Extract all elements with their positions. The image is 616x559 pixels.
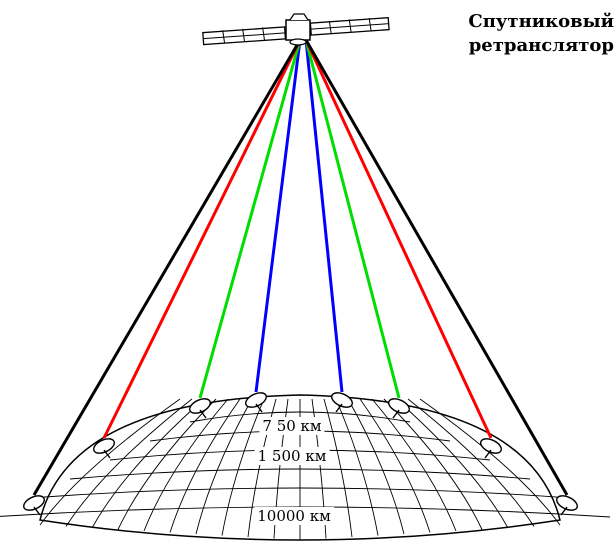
beam-green-right [304, 39, 401, 399]
globe-meridian [39, 398, 181, 526]
ground-antennas [23, 392, 578, 516]
beam-blue-right [304, 39, 344, 393]
globe-meridian [195, 398, 253, 535]
dish-antenna-icon [388, 398, 410, 419]
dish-antenna-icon [23, 495, 45, 516]
globe-meridian [335, 398, 379, 536]
dish-antenna-icon [245, 392, 267, 413]
beam-black-right [304, 39, 569, 496]
globe-meridian [347, 398, 405, 535]
beam-blue-left [254, 39, 302, 393]
satellite-icon [202, 13, 390, 46]
globe-meridian [407, 398, 535, 527]
globe-meridian [117, 398, 217, 530]
dish-antenna-icon [189, 398, 211, 419]
distance-label-1500: 1 500 км [254, 447, 330, 465]
satellite-body [285, 19, 311, 41]
dish-antenna-icon [93, 438, 115, 459]
beam-green-left [198, 39, 302, 399]
globe-meridian [371, 398, 457, 532]
solar-panel-left [202, 26, 287, 46]
satellite-label: Спутниковый ретранслятор [414, 10, 614, 58]
dish-antenna-icon [556, 495, 578, 516]
beam-red-right [304, 39, 493, 439]
beam-black-left [32, 39, 302, 496]
globe-meridian [247, 398, 277, 538]
globe-meridian [323, 398, 353, 538]
globe-meridian [65, 398, 193, 527]
globe-meridian [169, 398, 241, 533]
dish-antenna-icon [480, 438, 502, 459]
globe-meridian [383, 398, 483, 530]
beams [32, 39, 569, 496]
beam-red-left [102, 39, 302, 439]
distance-label-750: 7 50 км [259, 417, 325, 435]
satellite-label-line2: ретранслятор [468, 35, 614, 56]
globe-meridian [395, 398, 509, 529]
distance-label-10000: 10000 км [254, 507, 334, 525]
globe-meridian [419, 398, 561, 526]
solar-panel-right [309, 16, 390, 36]
satellite-label-line1: Спутниковый [468, 11, 614, 32]
globe-meridian [359, 398, 431, 533]
globe-meridian [91, 398, 205, 529]
globe-meridian [221, 398, 265, 536]
dish-antenna-icon [331, 392, 353, 413]
globe-meridian [143, 398, 229, 532]
